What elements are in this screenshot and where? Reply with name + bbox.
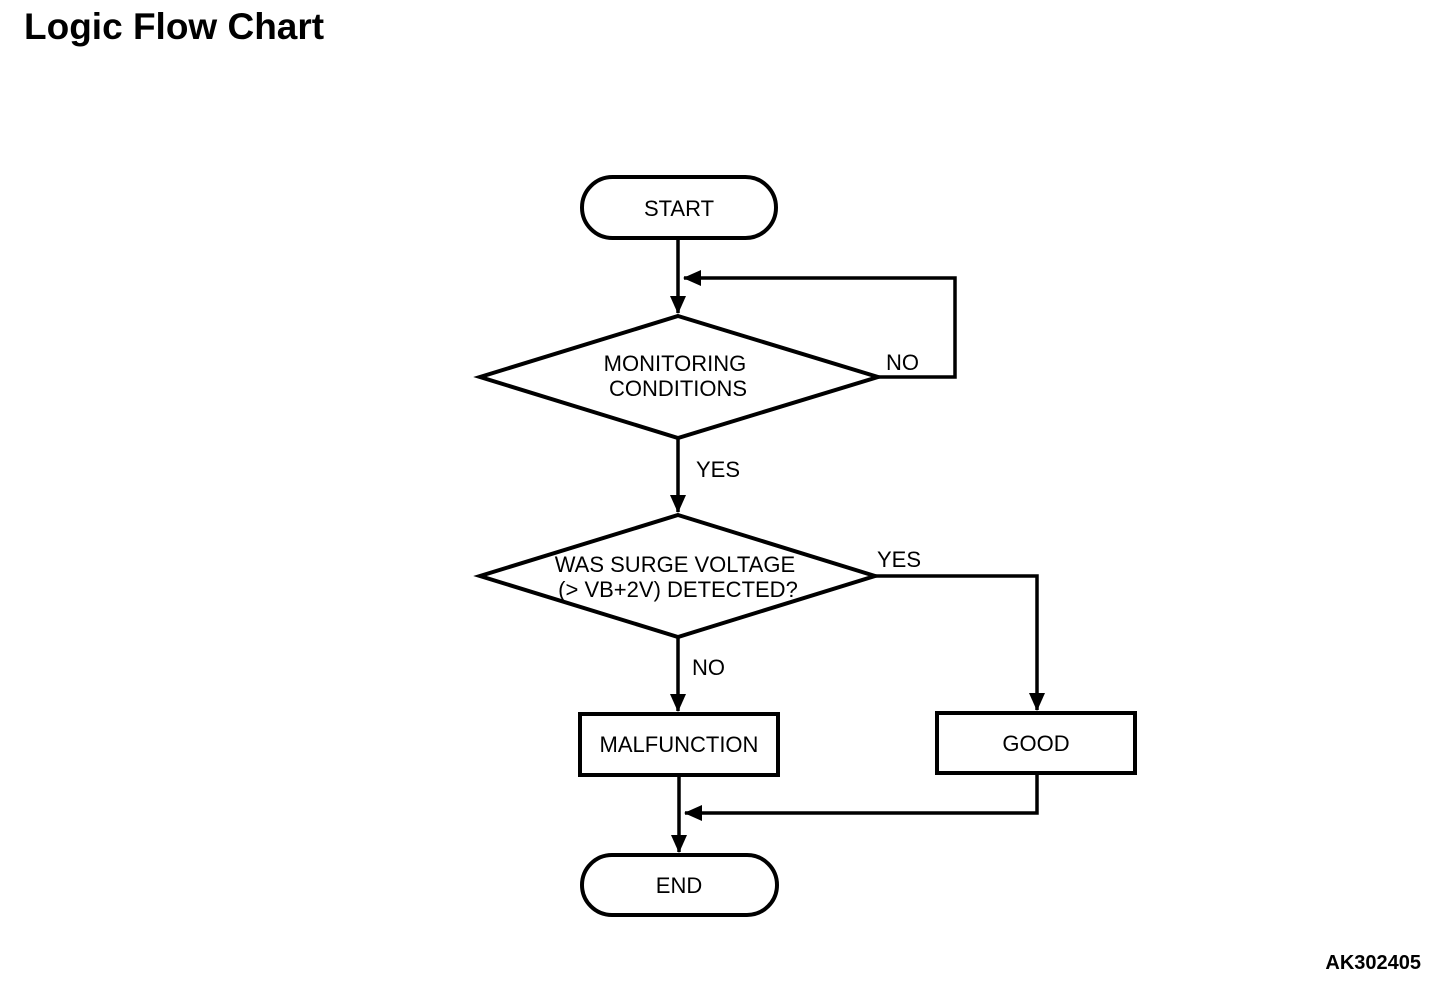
end-label: END — [656, 873, 702, 898]
edge-labels: NO YES YES NO — [692, 350, 921, 680]
edge-label-surge-no: NO — [692, 655, 725, 680]
page-title: Logic Flow Chart — [24, 6, 325, 47]
edge-label-monitoring-no: NO — [886, 350, 919, 375]
monitoring-label-line1: MONITORING — [604, 351, 747, 376]
edge-label-monitoring-yes: YES — [696, 457, 740, 482]
surge-label: WAS SURGE VOLTAGE (> VB+2V) DETECTED? — [555, 552, 802, 602]
good-label: GOOD — [1002, 731, 1069, 756]
malfunction-label: MALFUNCTION — [600, 732, 759, 757]
flow-edges — [670, 238, 1045, 853]
surge-label-line2: (> VB+2V) DETECTED? — [558, 577, 798, 602]
figure-code: AK302405 — [1325, 952, 1421, 974]
surge-decision — [473, 512, 882, 640]
edge-good-merge — [684, 773, 1039, 821]
monitoring-label: MONITORING CONDITIONS — [604, 351, 753, 401]
edge-surge-yes-to-good — [875, 574, 1045, 711]
monitoring-decision — [473, 313, 885, 441]
end-node — [580, 853, 779, 917]
flow-nodes: START MONITORING CONDITIONS WAS SURGE VO… — [473, 175, 1137, 917]
surge-label-line1: WAS SURGE VOLTAGE — [555, 552, 795, 577]
monitoring-label-line2: CONDITIONS — [609, 376, 747, 401]
malfunction-node — [578, 712, 780, 777]
start-label: START — [644, 196, 714, 221]
start-node — [580, 175, 778, 240]
edge-label-surge-yes: YES — [877, 547, 921, 572]
good-node — [935, 711, 1137, 775]
edge-monitoring-no-loop — [683, 270, 957, 379]
